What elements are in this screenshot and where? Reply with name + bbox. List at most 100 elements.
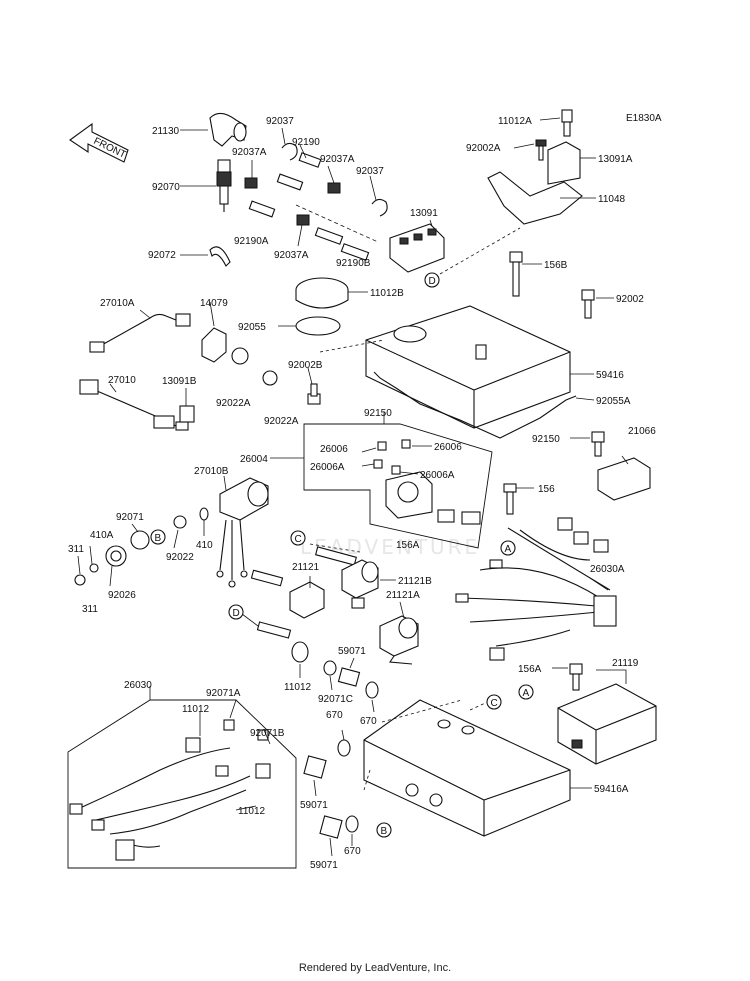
part-label: 156A [396,540,420,551]
part-label: 59416 [596,370,624,381]
part-label: 92002B [288,360,323,371]
svg-text:A: A [523,688,530,699]
connector-13091B-icon [179,388,195,423]
svg-text:C: C [295,534,302,545]
part-label: 59416A [594,784,629,795]
part-label: 26006A [310,462,345,473]
part-label: 92055A [596,396,631,407]
part-label: 59071 [310,860,338,871]
regulator-21066-icon [597,455,651,501]
spark-plug-icon [180,159,232,212]
callout-d-2: D [228,604,244,620]
part-label: 13091 [410,208,438,219]
callout-d-1: D [424,272,440,288]
callout-c-2: C [486,694,502,710]
part-label: 92071 [116,512,144,523]
part-label: 92071B [250,728,285,739]
rod-d-icon [241,613,292,639]
part-label: 92022A [264,416,299,427]
part-label: 26006 [434,442,462,453]
front-arrow-icon: FRONT [69,122,129,163]
electrical-case-59416-icon [365,305,594,429]
part-label: 27010A [100,298,135,309]
part-label: 92150 [364,408,392,419]
part-label: 92150 [532,434,560,445]
clip-92037-right-icon [369,175,388,217]
washer-410-icon [199,507,209,536]
cap-11012B-icon [295,277,368,309]
washer-410A-icon [89,545,99,573]
ignition-coil-21121-icon [250,546,396,619]
gasket-92055A-icon [373,371,595,439]
bolt-11012A-icon [539,109,573,137]
part-label: 13091A [598,154,633,165]
part-label: 59071 [338,646,366,657]
part-label: 92037A [320,154,355,165]
part-label: 92002 [616,294,644,305]
part-label: 92037A [274,250,309,261]
cap-92071C-icon [323,660,337,691]
part-label: 11012 [284,682,312,693]
part-label: 26004 [240,454,268,465]
part-label: 21130 [152,126,180,137]
callout-a-1: A [500,540,516,556]
part-label: 14079 [200,298,228,309]
switch-14079-icon [201,301,278,386]
terminal-13091A-icon [547,141,596,185]
part-label: 156 [538,484,555,495]
sensor-27010-icon [79,379,189,431]
clamps-92037A-icon [244,160,341,247]
part-label: 11012 [182,704,210,715]
part-label: 92055 [238,322,266,333]
electrical-case-59416A-icon [363,699,592,837]
part-label: 410 [196,540,213,551]
part-label: 26030A [590,564,625,575]
part-label: 92026 [108,590,136,601]
part-label: 92022A [216,398,251,409]
part-label: 156A [518,664,542,675]
part-label: 21121A [386,590,420,601]
washer-92022-icon [173,515,187,549]
part-label: 92022 [166,552,194,563]
part-label: 92037 [356,166,384,177]
svg-text:C: C [491,698,498,709]
harness-group-box [67,686,297,869]
bracket-11048-icon [487,171,596,225]
bolt-92002-icon [581,289,614,319]
spark-plug-cap-icon [180,112,247,147]
fitting-59071-bottom-icon [319,815,343,857]
bolt-92002B-icon [307,367,321,405]
tubes-92190-icon [248,144,379,261]
part-label: 92190B [336,258,371,269]
starter-relay-27010B-icon [216,475,269,588]
part-label: 21119 [612,658,639,669]
o-ring-670-top-icon [365,681,379,713]
part-label: 670 [344,846,361,857]
part-label: 156B [544,260,568,271]
svg-text:D: D [233,608,240,619]
sensor-27010A-icon [89,309,191,353]
regulator-group-box [270,412,493,549]
part-label: 26006 [320,444,348,455]
o-ring-670-left-icon [337,729,351,757]
part-label: 92072 [148,250,176,261]
part-label: 11012A [498,116,532,127]
fitting-59071-top-icon [337,657,361,687]
diagram-code: E1830A [626,113,662,124]
o-ring-92055-icon [278,316,341,336]
svg-text:B: B [381,826,388,837]
cdi-unit-21119-icon [557,669,657,765]
bolt-92002A-icon [513,139,547,161]
o-ring-670-bottom-icon [345,815,359,846]
front-label: FRONT [92,136,128,161]
part-label: 27010B [194,466,229,477]
junction-13091-icon [389,219,445,273]
bushing-92026-icon [105,545,127,587]
ignition-coil-21121A-icon [379,601,419,665]
svg-text:A: A [505,544,512,555]
part-label: 92037 [266,116,294,127]
part-label: 27010 [108,375,136,386]
part-label: 13091B [162,376,197,387]
fitting-59071-left-icon [303,755,327,797]
